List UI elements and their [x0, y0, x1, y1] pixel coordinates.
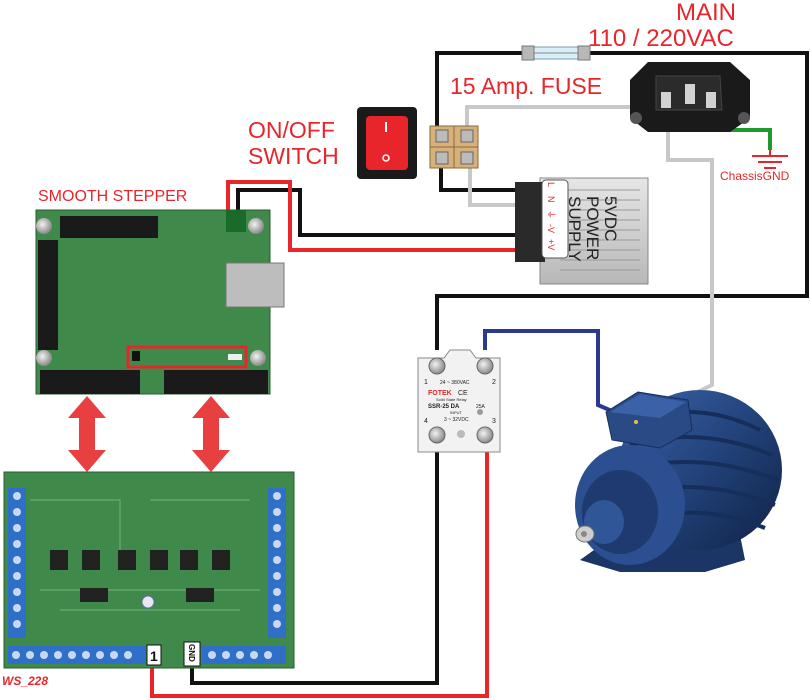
psu-terminal-minus: -V	[546, 224, 556, 233]
wire-black-switch-to-psu-L	[439, 160, 520, 192]
wire-gray-neutral	[465, 105, 640, 128]
breakout-gnd-label: GND	[187, 644, 196, 662]
relay-pin4-label: 4	[424, 418, 428, 425]
wire-black-psu-minus	[236, 188, 520, 237]
psu-label-line1: 5VDC	[601, 196, 620, 241]
chassis-ground-icon	[752, 150, 788, 169]
connection-arrows	[68, 396, 230, 472]
wire-gray-to-motor	[659, 110, 714, 412]
wire-red-relay-to-pin1	[150, 440, 489, 698]
wire-black-mains-loop	[435, 51, 809, 350]
switch-label-line2: SWITCH	[248, 143, 339, 169]
arrow-right-icon	[192, 396, 230, 472]
breakout-pin1-label: 1	[150, 648, 158, 664]
power-supply: L N ⏚ -V +V 5VDC POWER SUPPLY	[515, 177, 649, 285]
main-label: MAIN	[676, 0, 736, 26]
wire-black-fuse-to-switch	[435, 51, 530, 130]
electric-motor	[575, 390, 782, 572]
on-off-switch	[357, 107, 417, 179]
fuse-label: 15 Amp. FUSE	[450, 73, 602, 99]
relay-screw-2	[476, 357, 494, 375]
relay-cert: CE	[458, 390, 468, 397]
board-id-label: WS_228	[2, 674, 48, 688]
relay-current: 25A	[476, 404, 486, 410]
relay-pin2-label: 2	[492, 379, 496, 386]
wire-red-psu-plus	[226, 180, 520, 252]
wire-blue-relay-to-motor	[483, 329, 629, 420]
psu-terminal-plus: +V	[546, 239, 556, 250]
solid-state-relay: 1 2 3 4 24 ~ 380VAC FOTEK CE Solid State…	[417, 349, 501, 453]
breakout-gnd-terminal	[183, 641, 201, 667]
relay-input-label: INPUT	[450, 410, 463, 415]
chassis-gnd-label: ChassisGND	[720, 169, 790, 183]
relay-model: SSR-25 DA	[428, 404, 460, 410]
relay-pin1-label: 1	[424, 379, 428, 386]
relay-screw-3	[476, 426, 494, 444]
psu-terminal-earth: ⏚	[546, 210, 556, 219]
psu-label-line2: POWER	[583, 196, 602, 260]
breakout-pin1-terminal	[146, 644, 162, 666]
relay-screw-4	[428, 426, 446, 444]
main-voltage-label: 110 / 220VAC	[588, 25, 734, 52]
wires	[150, 51, 809, 698]
psu-terminal-L: L	[546, 182, 556, 187]
switch-terminal-block	[429, 125, 479, 169]
smooth-stepper-board	[35, 209, 285, 395]
psu-terminal-N: N	[546, 196, 556, 203]
arrow-left-icon	[68, 396, 106, 472]
relay-screw-1	[428, 357, 446, 375]
fuse	[521, 45, 591, 61]
relay-load-range: 24 ~ 380VAC	[440, 380, 470, 386]
wire-gray-switch-to-psu-N	[468, 160, 520, 207]
smooth-stepper-label: SMOOTH STEPPER	[38, 188, 187, 205]
mains-socket	[630, 62, 750, 132]
wire-black-relay-to-gnd	[190, 440, 439, 685]
breakout-board: 1 GND	[3, 471, 295, 669]
relay-input-range: 3 ~ 32VDC	[444, 417, 469, 423]
switch-label-line1: ON/OFF	[248, 117, 335, 143]
relay-brand: FOTEK	[428, 390, 452, 397]
psu-label-line3: SUPPLY	[565, 196, 584, 262]
relay-pin3-label: 3	[492, 418, 496, 425]
relay-subtitle: Solid State Relay	[436, 397, 467, 402]
